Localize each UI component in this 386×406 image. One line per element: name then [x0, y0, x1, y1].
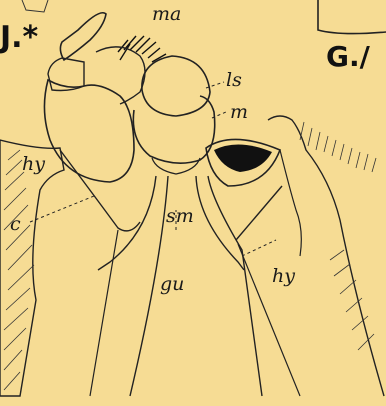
right-arm — [236, 186, 282, 240]
right-gullet-wall — [196, 176, 262, 396]
left-lobe — [44, 80, 134, 182]
top-left-fragment — [22, 0, 48, 12]
label-c: c — [10, 213, 21, 235]
panel-label-left: J.* — [0, 20, 38, 55]
label-hy-left: hy — [22, 153, 45, 175]
label-m: m — [230, 101, 248, 123]
label-sm: sm — [166, 205, 194, 227]
panel-label-right: G./ — [326, 40, 370, 73]
lower-left-spine — [90, 230, 118, 396]
label-hy-right: hy — [272, 265, 295, 287]
label-ls: ls — [226, 69, 242, 91]
label-gu: gu — [160, 273, 184, 295]
dark-plate-fill — [214, 144, 272, 172]
mandible-base — [48, 58, 84, 91]
left-arm — [60, 150, 140, 231]
labrum — [142, 56, 210, 116]
panel-frame-edge — [318, 0, 386, 34]
mandible — [60, 13, 106, 60]
left-strut-hatching — [4, 150, 34, 390]
label-ma: ma — [152, 3, 181, 25]
right-strut-inner — [280, 150, 301, 256]
